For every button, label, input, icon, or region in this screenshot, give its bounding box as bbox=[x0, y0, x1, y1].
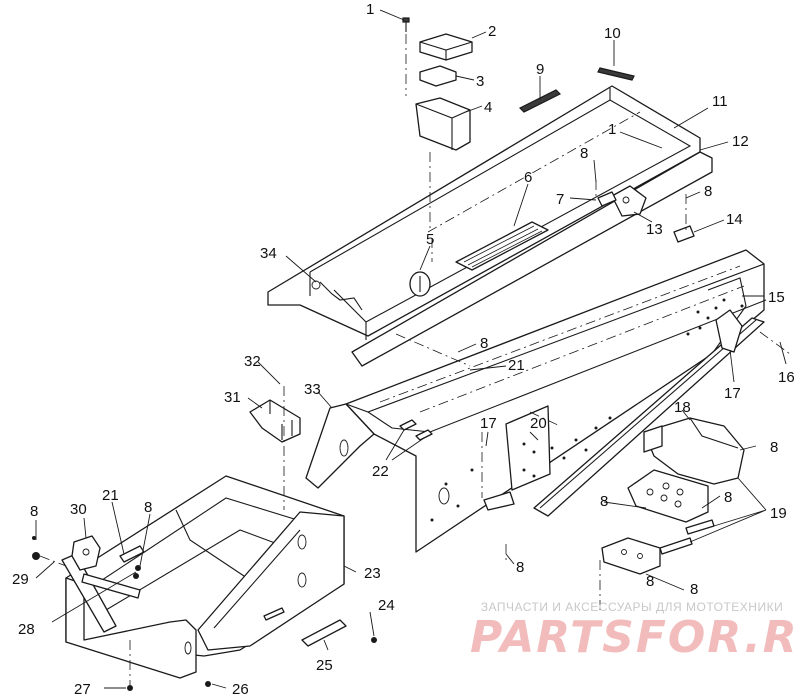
callout-25: 25 bbox=[316, 657, 333, 674]
assembly-lines bbox=[39, 34, 791, 688]
callout-17: 17 bbox=[724, 385, 741, 402]
bolt-19a bbox=[685, 519, 715, 535]
callout-14: 14 bbox=[726, 211, 743, 228]
callout-32: 32 bbox=[244, 353, 261, 370]
callout-8b: 8 bbox=[704, 183, 712, 200]
taillight-housing bbox=[415, 97, 471, 151]
callout-8i: 8 bbox=[144, 499, 152, 516]
callout-23: 23 bbox=[364, 565, 381, 582]
watermark-logo: PARTSFOR.RU bbox=[470, 612, 800, 663]
callout-8k: 8 bbox=[646, 573, 654, 590]
callout-16: 16 bbox=[778, 369, 795, 386]
callout-33: 33 bbox=[304, 381, 321, 398]
footrest-side-panel bbox=[197, 511, 345, 651]
callout-18: 18 bbox=[674, 399, 691, 416]
callout-1: 1 bbox=[366, 1, 374, 18]
side-bracket bbox=[249, 399, 301, 443]
reflector bbox=[409, 271, 431, 297]
callout-4: 4 bbox=[484, 99, 492, 116]
callout-6: 6 bbox=[524, 169, 532, 186]
callout-27: 27 bbox=[74, 681, 91, 698]
callout-12: 12 bbox=[732, 133, 749, 150]
rail-support-bar bbox=[533, 309, 765, 517]
tread-plate bbox=[455, 221, 549, 271]
callout-8: 8 bbox=[580, 145, 588, 162]
callout-10: 10 bbox=[604, 25, 621, 42]
tail-bracket bbox=[611, 185, 647, 217]
strip-21 bbox=[119, 545, 145, 563]
callout-24: 24 bbox=[378, 597, 395, 614]
taillight-gasket bbox=[419, 65, 457, 87]
strip-22b bbox=[415, 429, 433, 441]
trim-strip-10 bbox=[597, 67, 635, 81]
callout-11: 11 bbox=[712, 93, 728, 110]
callout-5: 5 bbox=[426, 231, 434, 248]
callout-31: 31 bbox=[224, 389, 241, 406]
callout-13: 13 bbox=[646, 221, 663, 238]
tunnel-side-panel bbox=[305, 403, 375, 489]
brace-arm bbox=[61, 553, 141, 633]
bolt-19b bbox=[659, 537, 693, 555]
callout-9: 9 bbox=[536, 61, 544, 78]
callout-19: 19 bbox=[770, 505, 787, 522]
callout-21: 21 bbox=[508, 357, 525, 374]
callout-8e: 8 bbox=[600, 493, 608, 510]
callout-15: 15 bbox=[768, 289, 785, 306]
strip-22a bbox=[399, 419, 417, 431]
trim-strip-9 bbox=[518, 89, 562, 113]
callout-8g: 8 bbox=[516, 559, 524, 576]
callout-1b: 1 bbox=[608, 121, 616, 138]
callout-8j: 8 bbox=[30, 503, 38, 520]
callout-34: 34 bbox=[260, 245, 277, 262]
callout-30: 30 bbox=[70, 501, 87, 518]
callout-2: 2 bbox=[488, 23, 496, 40]
callout-8d: 8 bbox=[770, 439, 778, 456]
callout-29: 29 bbox=[12, 571, 29, 588]
bumper-pad bbox=[597, 191, 617, 207]
callout-8h: 8 bbox=[690, 581, 698, 598]
callout-8c: 8 bbox=[480, 335, 488, 352]
leader-lines bbox=[35, 9, 787, 689]
callouts: 1 2 3 4 5 6 7 8 9 10 11 1 12 8 13 14 34 … bbox=[12, 1, 795, 698]
idler-bracket bbox=[627, 469, 709, 523]
callout-8f: 8 bbox=[724, 489, 732, 506]
mount-plate bbox=[505, 405, 551, 491]
pivot-block bbox=[71, 535, 101, 571]
front-side-panel bbox=[65, 577, 197, 679]
watermark-tagline: ЗАПЧАСТИ И АКСЕССУАРЫ ДЛЯ МОТОТЕХНИКИ bbox=[480, 600, 784, 614]
callout-20: 20 bbox=[530, 415, 547, 432]
taillight-lens bbox=[419, 33, 473, 61]
rear-mount-bracket bbox=[601, 537, 661, 575]
callout-3: 3 bbox=[476, 73, 484, 90]
clip bbox=[673, 225, 695, 243]
step-strip-25 bbox=[301, 619, 347, 647]
callout-26: 26 bbox=[232, 681, 249, 698]
callout-28: 28 bbox=[18, 621, 35, 638]
callout-7: 7 bbox=[556, 191, 564, 208]
callout-22: 22 bbox=[372, 463, 389, 480]
callout-17b: 17 bbox=[480, 415, 497, 432]
callout-21b: 21 bbox=[102, 487, 119, 504]
